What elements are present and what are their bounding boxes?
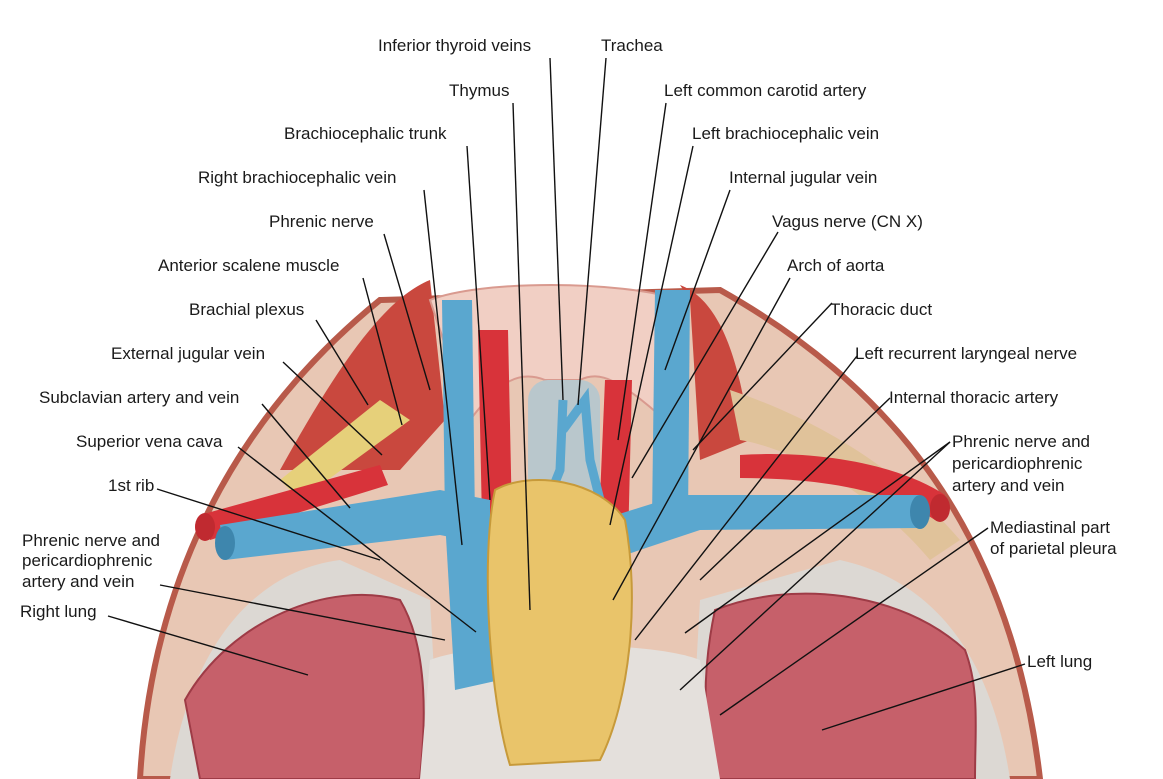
label-right-phrenic-line1: Phrenic nerve and	[952, 432, 1090, 451]
labels: Inferior thyroid veins Trachea Thymus Le…	[20, 36, 1117, 671]
label-mediastinal-pleura-line1: Mediastinal part	[990, 518, 1110, 537]
label-mediastinal-pleura-line2: of parietal pleura	[990, 539, 1117, 558]
internal-jugular-right	[442, 300, 475, 520]
label-first-rib: 1st rib	[108, 476, 154, 495]
thymus-shape	[486, 479, 633, 767]
label-phrenic-nerve: Phrenic nerve	[269, 212, 374, 231]
svc	[445, 520, 500, 690]
label-left-recurrent-laryngeal-nerve: Left recurrent laryngeal nerve	[855, 344, 1077, 363]
label-thymus: Thymus	[449, 81, 509, 100]
label-external-jugular-vein: External jugular vein	[111, 344, 265, 363]
label-right-brachiocephalic-vein: Right brachiocephalic vein	[198, 168, 396, 187]
label-left-lung: Left lung	[1027, 652, 1092, 671]
neck-muscles-left	[680, 285, 750, 460]
leader-lines	[107, 57, 1026, 731]
label-arch-of-aorta: Arch of aorta	[787, 256, 885, 275]
label-left-phrenic-line3: artery and vein	[22, 572, 134, 591]
label-subclavian-artery-and-vein: Subclavian artery and vein	[39, 388, 239, 407]
left-subclavian-artery	[740, 454, 945, 520]
label-thoracic-duct: Thoracic duct	[830, 300, 932, 319]
label-vagus-nerve: Vagus nerve (CN X)	[772, 212, 923, 231]
label-brachiocephalic-trunk: Brachiocephalic trunk	[284, 124, 447, 143]
label-right-phrenic-line3: artery and vein	[952, 476, 1064, 495]
label-internal-jugular-vein: Internal jugular vein	[729, 168, 877, 187]
left-lung	[704, 592, 977, 779]
label-right-phrenic-line2: pericardiophrenic	[952, 454, 1083, 473]
left-brachiocephalic-shape	[600, 495, 922, 560]
label-trachea: Trachea	[601, 36, 663, 55]
label-right-lung: Right lung	[20, 602, 97, 621]
label-brachial-plexus: Brachial plexus	[189, 300, 304, 319]
label-left-phrenic-line1: Phrenic nerve and	[22, 531, 160, 550]
brachial-plexus-shape	[280, 400, 410, 500]
right-carotid	[478, 330, 512, 520]
label-internal-thoracic-artery: Internal thoracic artery	[889, 388, 1059, 407]
label-left-phrenic-line2: pericardiophrenic	[22, 551, 153, 570]
label-left-brachiocephalic-vein: Left brachiocephalic vein	[692, 124, 879, 143]
right-lung	[183, 593, 425, 779]
internal-jugular-left	[652, 290, 690, 520]
label-superior-vena-cava: Superior vena cava	[76, 432, 223, 451]
label-inferior-thyroid-veins: Inferior thyroid veins	[378, 36, 531, 55]
label-anterior-scalene-muscle: Anterior scalene muscle	[158, 256, 339, 275]
label-left-common-carotid-artery: Left common carotid artery	[664, 81, 867, 100]
right-brachiocephalic-shape	[220, 490, 490, 560]
